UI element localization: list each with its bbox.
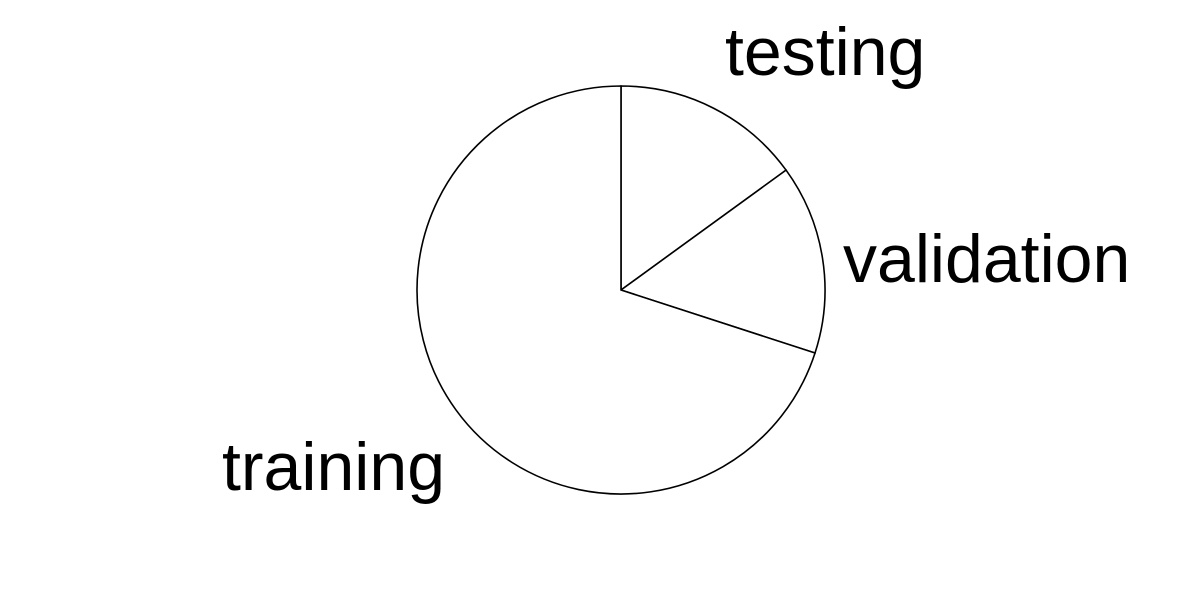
pie-slice-testing — [620, 85, 788, 292]
pie-slice-validation — [619, 168, 826, 355]
slice-label-training: training — [222, 429, 445, 505]
slice-label-validation: validation — [843, 221, 1130, 297]
pie-slice-training — [416, 85, 817, 495]
pie-slices — [416, 85, 826, 495]
pie-labels: testing validation training — [222, 14, 1130, 505]
slice-label-testing: testing — [725, 14, 925, 90]
